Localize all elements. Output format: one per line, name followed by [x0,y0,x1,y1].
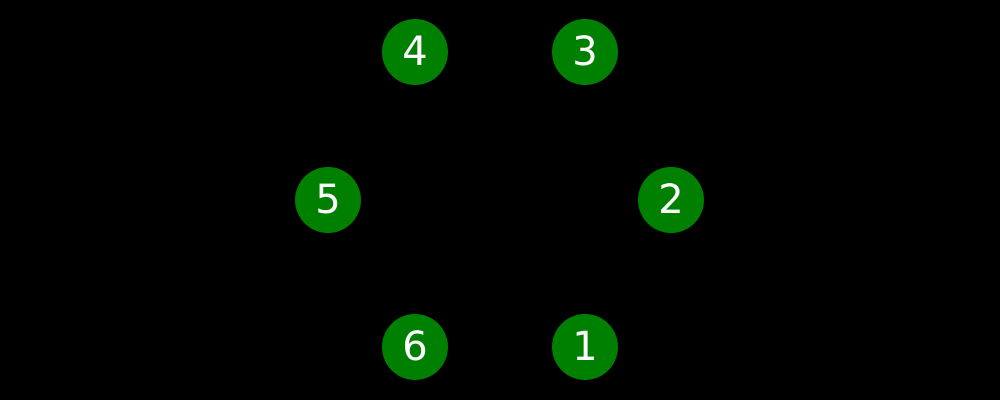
graph-node[interactable]: 6 [382,314,448,380]
graph-node-label: 1 [572,324,598,370]
graph-node[interactable]: 4 [382,19,448,85]
graph-node[interactable]: 1 [552,314,618,380]
graph-node-label: 6 [402,324,428,370]
graph-node-label: 3 [572,29,598,75]
graph-node-label: 2 [658,177,684,223]
graph-node[interactable]: 3 [552,19,618,85]
graph-node[interactable]: 2 [638,167,704,233]
graph-node[interactable]: 5 [295,167,361,233]
graph-node-label: 5 [315,177,341,223]
graph-node-label: 4 [402,29,428,75]
